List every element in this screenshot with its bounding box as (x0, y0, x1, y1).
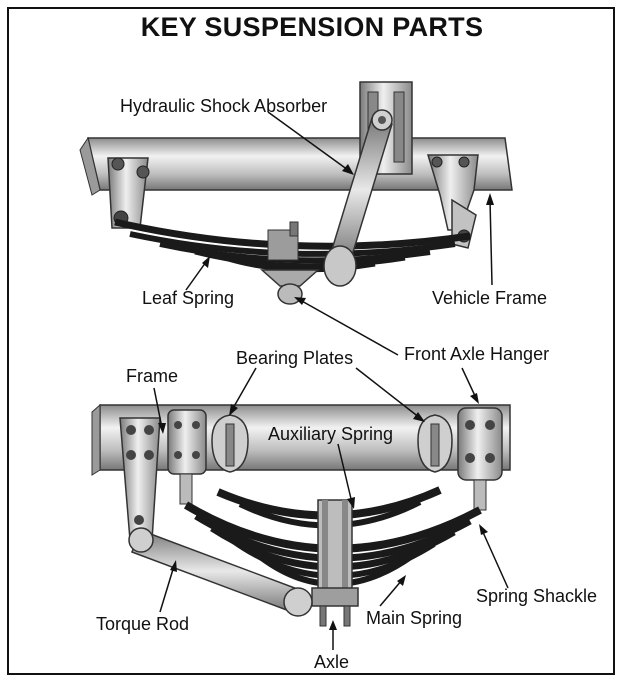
center-bolt (289, 221, 299, 237)
label-front-axle-hanger: Front Axle Hanger (404, 344, 549, 364)
label-spring-shackle: Spring Shackle (476, 586, 597, 606)
shackle-link (473, 479, 487, 511)
u-bolt-end (343, 605, 351, 627)
front-axle-hanger (457, 407, 503, 481)
hanger-bolt (136, 165, 150, 179)
shock-mount-slot (393, 91, 405, 163)
label-vehicle-frame: Vehicle Frame (432, 288, 547, 308)
label-main-spring: Main Spring (366, 608, 462, 628)
spring-hanger-left (167, 409, 207, 475)
u-bolt (322, 500, 328, 592)
label-leaf-spring: Leaf Spring (142, 288, 234, 308)
diagram-title: KEY SUSPENSION PARTS (140, 12, 484, 42)
chassis-frame-end (91, 403, 101, 476)
hydraulic-shock-absorber (323, 109, 393, 287)
bracket-bolt (126, 425, 136, 435)
axle-block (311, 587, 359, 607)
label-bearing-plates: Bearing Plates (236, 348, 353, 368)
label-torque-rod: Torque Rod (96, 614, 189, 634)
bracket-bolt (144, 450, 154, 460)
torque-rod (128, 527, 313, 617)
axle-seat (260, 269, 320, 287)
u-bolt (342, 500, 348, 592)
bracket-bolt (144, 425, 154, 435)
vehicle-frame-end (79, 136, 101, 196)
hanger-bolt (458, 156, 470, 168)
label-auxiliary-spring: Auxiliary Spring (268, 424, 393, 444)
hanger-bolt (111, 157, 125, 171)
bearing-plate-web (430, 423, 440, 467)
label-frame: Frame (126, 366, 178, 386)
u-bolt-end (319, 605, 327, 627)
hanger-bolt (431, 156, 443, 168)
leader-lines (153, 111, 509, 650)
spring-hanger-link (179, 473, 193, 505)
label-hydraulic-shock-absorber: Hydraulic Shock Absorber (120, 96, 327, 116)
label-axle: Axle (314, 652, 349, 672)
bracket-bolt (134, 515, 144, 525)
bearing-plate-web (225, 423, 235, 467)
bracket-bolt (126, 450, 136, 460)
